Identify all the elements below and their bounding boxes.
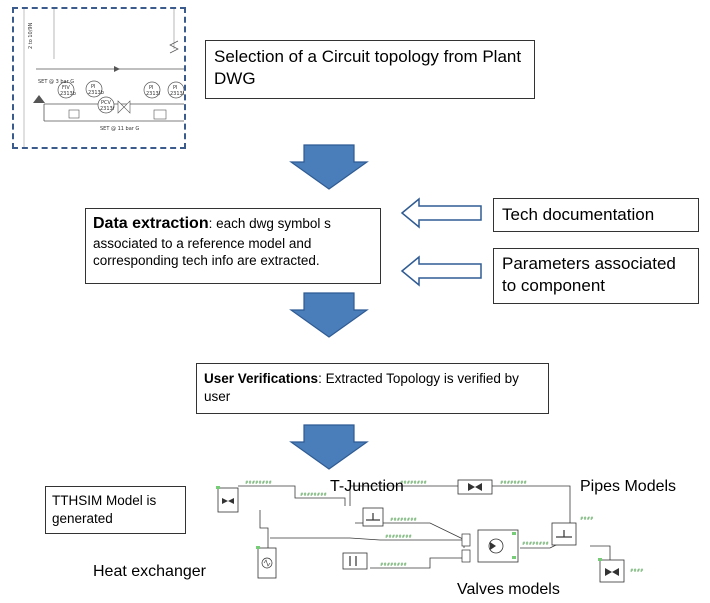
svg-text:########: ######## [245, 480, 272, 485]
pid-fiv: FIV [62, 85, 70, 91]
pid-set-bottom: SET @ 11 bar G [100, 126, 139, 132]
svg-text:########: ######## [522, 541, 549, 546]
valve-block-2 [477, 529, 519, 563]
svg-text:########: ######## [385, 534, 412, 539]
step2-title: Data extraction [93, 215, 209, 232]
heat-exchanger-label: Heat exchanger [93, 563, 206, 580]
step1-text: Selection of a Circuit topology from Pla… [214, 47, 522, 89]
svg-text:########: ######## [300, 492, 327, 497]
pid-pi2: PI [149, 85, 154, 91]
pid-pcv: PCV [101, 100, 112, 106]
svg-text:####: #### [580, 516, 594, 521]
pid-pi-no: 2313b [88, 90, 104, 96]
step3-box: User Verifications: Extracted Topology i… [196, 363, 549, 414]
model-generated-label: TTHSIM Model is generated [52, 493, 157, 526]
pump-block [342, 552, 368, 570]
pid-pi3-no: 2313h [170, 91, 186, 97]
valve-block-3 [599, 559, 625, 583]
step1-box: Selection of a Circuit topology from Pla… [205, 40, 535, 99]
tech-doc-box: Tech documentation [493, 198, 699, 232]
svg-text:####: #### [630, 568, 644, 573]
step2-box: Data extraction: each dwg symbol s assoc… [85, 208, 381, 284]
t-junction-label: T-Junction [330, 478, 404, 495]
pid-pi3: PI [173, 85, 178, 91]
svg-text:########: ######## [380, 562, 407, 567]
down-arrow-2 [289, 292, 369, 338]
down-arrow-3 [289, 424, 369, 470]
params-box: Parameters associated to component [493, 248, 699, 304]
svg-text:########: ######## [390, 517, 417, 522]
pid-vertical-tag: 2 to 10/9N [28, 22, 34, 49]
valves-models-label: Valves models [457, 581, 560, 598]
left-arrow-tech-doc [400, 197, 482, 229]
down-arrow-1 [289, 144, 369, 190]
svg-text:########: ######## [500, 480, 527, 485]
params-label: Parameters associated to component [502, 254, 676, 296]
svg-text:########: ######## [400, 480, 427, 485]
pid-set-left: SET @ 3 bar G [38, 79, 74, 85]
pid-pcv-no: 2313f [100, 106, 115, 112]
model-generated-box: TTHSIM Model is generated [45, 486, 186, 534]
tech-doc-label: Tech documentation [502, 205, 655, 224]
step3-title: User Verifications [204, 371, 319, 386]
pipes-models-label: Pipes Models [580, 478, 677, 495]
pid-drawing: SET @ 3 bar G SET @ 11 bar G FIV 2313b P… [23, 9, 186, 147]
valve-block-1 [217, 487, 239, 513]
step2-text: : each dwg symbol s associated to a refe… [93, 216, 331, 269]
tthsim-schematic: ######## ######## ######## ######## ####… [216, 479, 644, 583]
pid-fiv-no: 2313b [60, 91, 76, 97]
left-arrow-params [400, 255, 482, 287]
pid-pi2-no: 2313l [146, 91, 160, 97]
pid-thumbnail: SET @ 3 bar G SET @ 11 bar G FIV 2313b P… [12, 7, 186, 149]
step3-text: : Extracted Topology is verified by user [204, 371, 519, 404]
pid-pi: PI [91, 84, 96, 90]
